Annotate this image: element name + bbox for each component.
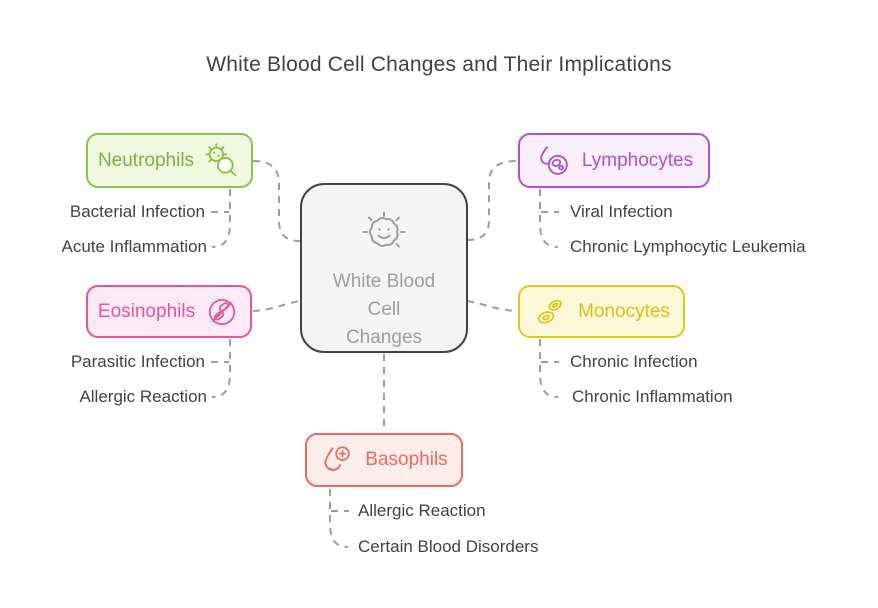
category-node-neutrophils: Neutrophils xyxy=(86,133,253,188)
category-label: Basophils xyxy=(365,449,448,470)
item-allergic-reaction-bottom: Allergic Reaction xyxy=(358,501,486,520)
droplet-plus-icon xyxy=(320,442,356,478)
item-chronic-infection: Chronic Infection xyxy=(570,352,698,371)
category-node-basophils: Basophils xyxy=(305,433,463,487)
connector-neutrophils-items xyxy=(211,189,231,248)
center-node-label: White Blood Cell Changes xyxy=(332,271,436,348)
blood-cells-icon xyxy=(533,294,569,330)
item-allergic-reaction-left: Allergic Reaction xyxy=(79,387,207,406)
category-label: Lymphocytes xyxy=(581,149,694,171)
connector-neutrophils-center xyxy=(252,160,301,242)
item-certain-blood-disorders: Certain Blood Disorders xyxy=(358,537,539,556)
connector-eosinophils-items xyxy=(211,339,231,398)
item-chronic-lymphocytic-leukemia: Chronic Lymphocytic Leukemia xyxy=(570,237,806,256)
crossed-pills-icon xyxy=(204,294,240,330)
droplet-cell-icon xyxy=(535,142,573,180)
item-chronic-inflammation: Chronic Inflammation xyxy=(572,387,733,406)
category-label: Eosinophils xyxy=(97,300,196,322)
connector-monocytes-items xyxy=(539,339,559,398)
item-parasitic-infection: Parasitic Infection xyxy=(70,352,205,371)
connector-basophils-items xyxy=(329,489,349,548)
category-label: Neutrophils xyxy=(97,149,195,171)
diagram-title: White Blood Cell Changes and Their Impli… xyxy=(206,53,672,76)
category-node-monocytes: Monocytes xyxy=(518,285,685,338)
item-viral-infection: Viral Infection xyxy=(570,202,673,221)
bacteria-magnifier-icon xyxy=(203,142,241,180)
center-node-white-blood-cell-changes: White Blood Cell Changes xyxy=(300,183,468,353)
germ-smiley-icon xyxy=(360,207,408,260)
connector-center-lymphocytes xyxy=(466,160,518,241)
connector-lymphocytes-items xyxy=(539,189,559,248)
category-node-eosinophils: Eosinophils xyxy=(86,285,252,338)
connector-center-monocytes xyxy=(466,300,518,312)
connector-eosinophils-center xyxy=(252,300,301,312)
item-bacterial-infection: Bacterial Infection xyxy=(69,202,205,221)
item-acute-inflammation: Acute Inflammation xyxy=(61,237,207,256)
category-node-lymphocytes: Lymphocytes xyxy=(518,133,710,188)
category-label: Monocytes xyxy=(578,300,670,322)
